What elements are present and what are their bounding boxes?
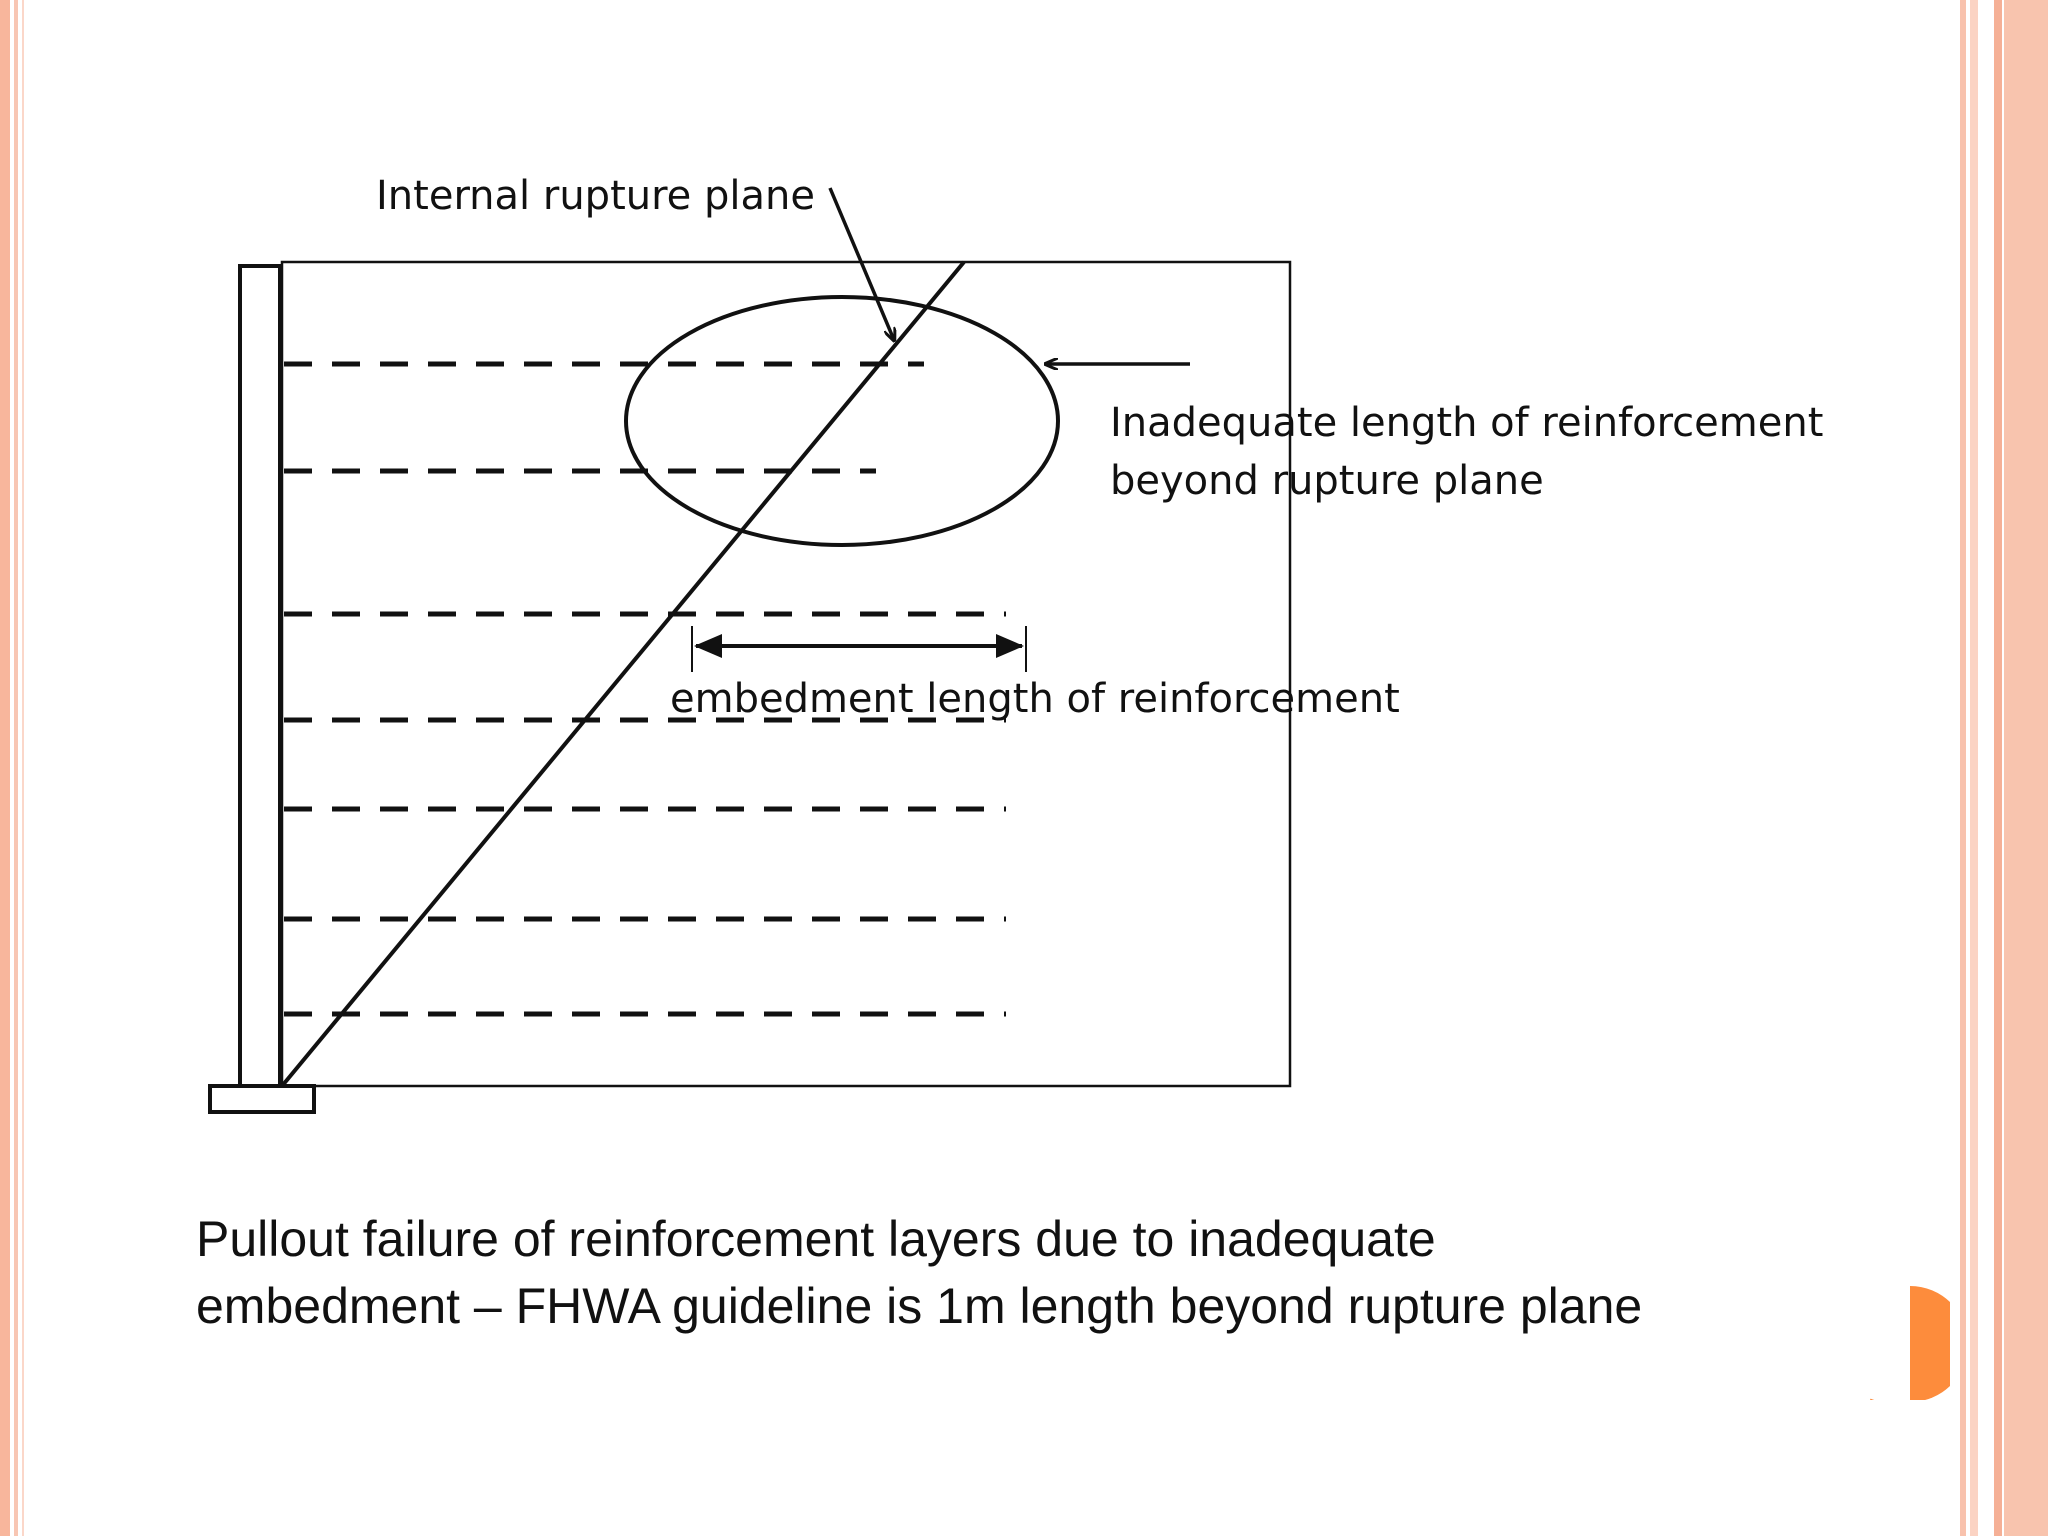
rupture-plane-line bbox=[280, 260, 966, 1088]
reinforced-soil-zone bbox=[280, 260, 1292, 1088]
dimension-arrowhead-left bbox=[694, 634, 722, 658]
decorative-orange-circle bbox=[1870, 1284, 1950, 1400]
left-border-stripe bbox=[0, 0, 10, 1536]
right-border-stripe bbox=[1980, 0, 1994, 1536]
right-border-stripe bbox=[1960, 0, 1966, 1536]
left-border-stripe bbox=[14, 0, 18, 1536]
right-border-stripe bbox=[1970, 0, 1978, 1536]
embedment-dimension bbox=[691, 626, 1027, 672]
inadequate-length-label-line2: beyond rupture plane bbox=[1110, 458, 1544, 504]
inadequate-length-label-line1: Inadequate length of reinforcement bbox=[1110, 400, 1823, 446]
right-border-stripe bbox=[2004, 0, 2048, 1536]
highlight-ellipse bbox=[624, 295, 1060, 547]
embedment-length-label: embedment length of reinforcement bbox=[670, 676, 1400, 722]
dimension-arrowhead-right bbox=[996, 634, 1024, 658]
wall-facing bbox=[238, 264, 282, 1088]
left-border-stripe bbox=[22, 0, 24, 1536]
caption-line-2: embedment – FHWA guideline is 1m length … bbox=[196, 1278, 1643, 1334]
right-border-stripe bbox=[1994, 0, 2002, 1536]
slide-caption: Pullout failure of reinforcement layers … bbox=[196, 1206, 1916, 1340]
caption-line-1: Pullout failure of reinforcement layers … bbox=[196, 1211, 1436, 1267]
reinforcement-layers bbox=[284, 361, 1006, 1017]
rupture-plane-label: Internal rupture plane bbox=[376, 173, 815, 219]
leveling-pad bbox=[208, 1084, 316, 1114]
rupture-plane-arrow bbox=[828, 187, 894, 340]
